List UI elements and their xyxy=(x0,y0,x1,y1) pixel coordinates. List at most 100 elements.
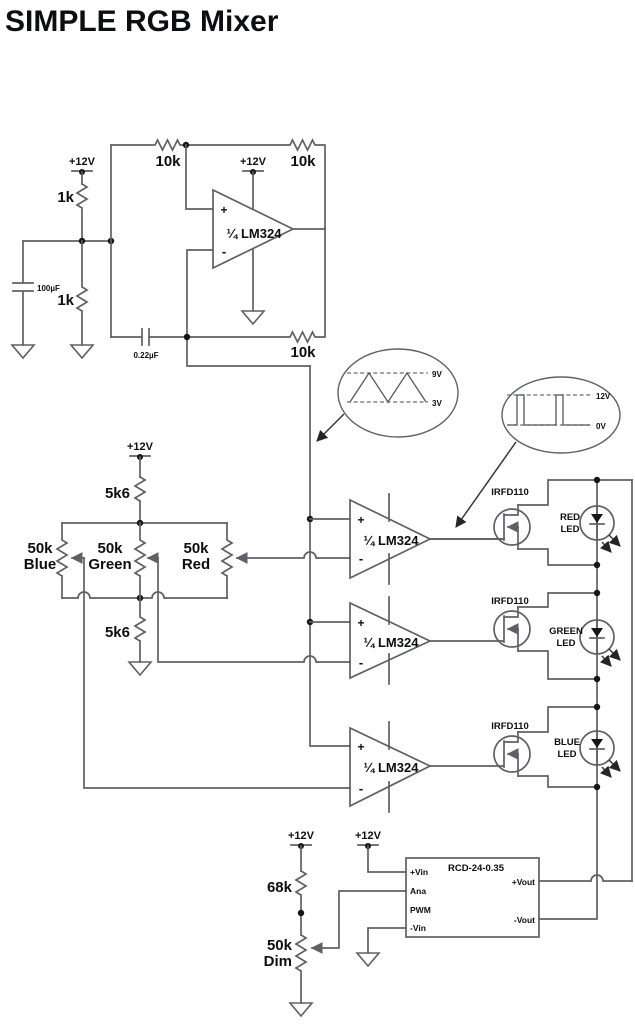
svg-text:50k: 50k xyxy=(183,540,209,557)
mosfet-blue[interactable]: IRFD110 xyxy=(429,721,531,777)
pot-dim[interactable]: 50k Dim xyxy=(264,933,314,1018)
svg-text:+12V: +12V xyxy=(240,156,267,168)
oscillator-section: +12V 1k 100µF 1k 10k 10k xyxy=(10,138,351,747)
red-mosfet-leads xyxy=(517,479,633,566)
supply-12v-module: +12V xyxy=(355,830,407,873)
pin-pwm: PWM xyxy=(410,905,431,915)
mosfet-green[interactable]: IRFD110 xyxy=(429,596,531,652)
capacitor-100uf: 100µF xyxy=(10,240,60,360)
supply-12v-dim-pot: +12V xyxy=(288,830,315,872)
svg-text:50k: 50k xyxy=(267,937,293,954)
ground-symbol xyxy=(69,344,95,360)
resistor-10k-top-right-label: 10k xyxy=(290,153,316,170)
dcdc-module: RCD-24-0.35 +Vin Ana PWM -Vin +Vout -Vou… xyxy=(405,857,540,938)
blue-wiper-wire xyxy=(83,557,351,789)
svg-text:-: - xyxy=(359,781,363,796)
ana-wiper-wire xyxy=(310,890,407,954)
blue-mosfet-leads xyxy=(517,706,598,788)
red-wiper-wire xyxy=(235,551,351,564)
pot-green[interactable]: 50k Green xyxy=(88,522,159,599)
led-series-rail xyxy=(538,479,598,920)
feedback-top-rail: 10k 10k xyxy=(110,138,326,230)
led-emission-arrow xyxy=(608,759,621,772)
led-emission-arrow xyxy=(608,648,621,661)
pin-ana: Ana xyxy=(410,886,426,896)
green-wiper-wire xyxy=(157,557,351,663)
svg-text:+12V: +12V xyxy=(288,830,315,842)
led-emission-arrow xyxy=(600,654,612,667)
supply-12v-opamp: +12V xyxy=(240,156,267,210)
svg-text:Green: Green xyxy=(88,556,131,573)
svg-text:+: + xyxy=(220,203,227,217)
ground-symbol xyxy=(288,1002,314,1018)
svg-text:-: - xyxy=(359,551,363,566)
svg-text:Dim: Dim xyxy=(264,953,292,970)
callout-arrow xyxy=(455,441,517,528)
opamp-oscillator: + - ¼ LM324 +12V xyxy=(212,156,295,326)
pwm-high-label: 12V xyxy=(596,392,611,401)
svg-text:5k6: 5k6 xyxy=(105,485,130,502)
ground-symbol xyxy=(240,310,266,326)
channel-blue: + - ¼ LM324 IRFD110 xyxy=(349,706,598,813)
resistor-1k-top: 1k xyxy=(57,182,89,242)
mosfet-red[interactable]: IRFD110 xyxy=(429,487,531,550)
resistor-5k6-bottom: 5k6 xyxy=(105,597,153,677)
supply-12v-left: +12V xyxy=(69,156,96,185)
svg-text:+12V: +12V xyxy=(69,156,96,168)
svg-text:50k: 50k xyxy=(97,540,123,557)
feedback-bottom-rail: 0.22µF 10k xyxy=(110,228,326,361)
led-emission-arrow xyxy=(600,765,612,778)
pot-blue[interactable]: 50k Blue xyxy=(24,522,85,599)
resistor-1k-bottom: 1k xyxy=(57,240,95,360)
pin-vin: +Vin xyxy=(410,867,428,877)
inverting-input-wire xyxy=(186,249,311,367)
opamp-blue: + - ¼ LM324 xyxy=(349,721,432,813)
svg-text:-: - xyxy=(359,655,363,670)
svg-text:50k: 50k xyxy=(27,540,53,557)
pot-bottom-rail xyxy=(61,591,228,599)
pot-red[interactable]: 50k Red xyxy=(182,522,234,599)
svg-text:+12V: +12V xyxy=(127,441,154,453)
pin-vout: +Vout xyxy=(512,877,535,887)
pin-vout-neg: -Vout xyxy=(514,915,535,925)
pwm-wave-callout: 12V 0V xyxy=(455,376,621,528)
vin-neg-wire xyxy=(367,927,407,954)
svg-text:BLUE: BLUE xyxy=(554,737,580,748)
channel-green: + - ¼ LM324 IRFD110 xyxy=(309,592,598,685)
svg-text:LED: LED xyxy=(557,638,576,649)
svg-text:68k: 68k xyxy=(267,879,293,896)
led-red: RED LED xyxy=(560,505,621,553)
svg-text:IRFD110: IRFD110 xyxy=(491,487,529,498)
svg-text:LED: LED xyxy=(561,524,580,535)
triangle-wave-callout: 9V 3V xyxy=(316,348,459,442)
svg-text:¼ LM324: ¼ LM324 xyxy=(364,760,420,775)
led-green: GREEN LED xyxy=(549,619,621,667)
triangle-high-label: 9V xyxy=(432,370,442,379)
resistor-5k6-top: 5k6 xyxy=(105,475,147,524)
svg-text:1k: 1k xyxy=(57,292,74,309)
svg-text:+: + xyxy=(357,740,364,754)
triangle-bus-wire xyxy=(309,365,351,747)
ground-symbol xyxy=(127,661,153,677)
svg-text:+: + xyxy=(357,513,364,527)
supply-12v-mixer: +12V xyxy=(127,441,154,478)
svg-text:LED: LED xyxy=(558,749,577,760)
svg-text:100µF: 100µF xyxy=(37,284,60,293)
svg-text:IRFD110: IRFD110 xyxy=(491,596,529,607)
opamp-green: + - ¼ LM324 xyxy=(349,596,433,685)
module-name: RCD-24-0.35 xyxy=(448,863,505,874)
svg-text:¼ LM324: ¼ LM324 xyxy=(227,226,283,241)
green-mosfet-leads xyxy=(517,592,598,680)
svg-text:¼ LM324: ¼ LM324 xyxy=(364,533,420,548)
led-blue: BLUE LED xyxy=(554,730,621,778)
vout-wire xyxy=(538,874,633,882)
svg-text:Blue: Blue xyxy=(24,556,57,573)
capacitor-022uf-label: 0.22µF xyxy=(133,351,158,360)
noninverting-input-wire xyxy=(185,144,214,210)
pin-vin-neg: -Vin xyxy=(410,923,426,933)
svg-text:+: + xyxy=(357,616,364,630)
resistor-68k: 68k xyxy=(267,869,308,936)
triangle-low-label: 3V xyxy=(432,399,442,408)
